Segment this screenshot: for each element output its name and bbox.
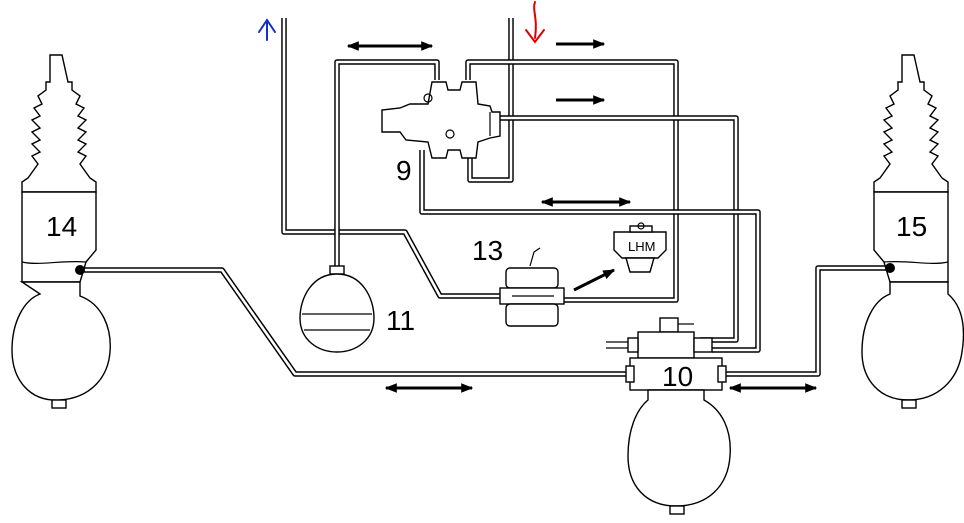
blue-up-arrow-icon [258, 18, 276, 41]
label-10: 10 [662, 361, 693, 392]
label-11: 11 [386, 305, 415, 336]
reservoir-label: LHM [628, 239, 655, 254]
label-9: 9 [396, 155, 412, 186]
brake-accumulator: 11 [299, 265, 415, 353]
central-valve: 10 [606, 317, 731, 515]
flow-arrows [346, 39, 818, 393]
rear-left-cylinder: 14 [11, 54, 111, 409]
diagonal-arrow-icon [573, 268, 616, 292]
height-corrector: 9 [381, 81, 501, 186]
return-manifold: 13 [472, 235, 565, 327]
rear-right-cylinder: 15 [861, 54, 964, 409]
hydraulic-pipes [80, 18, 890, 377]
label-13: 13 [472, 235, 503, 266]
supply-indicator [525, 1, 545, 44]
label-15: 15 [896, 211, 927, 242]
return-indicator [258, 18, 276, 41]
label-14: 14 [46, 211, 77, 242]
red-down-arrow-icon [525, 1, 545, 44]
lhm-reservoir: LHM [613, 222, 667, 273]
